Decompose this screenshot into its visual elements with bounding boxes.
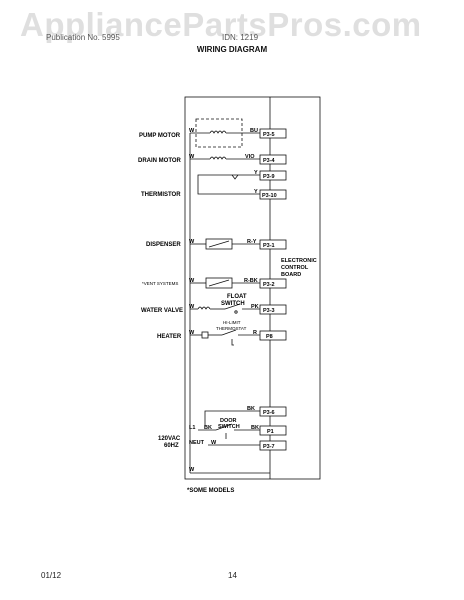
water-valve-circuit [190, 303, 260, 314]
label-vent-systems: *VENT SYSTEMS [142, 281, 178, 286]
label-water-valve: WATER VALVE [141, 308, 183, 314]
wire-bk-top: BK [247, 406, 255, 412]
publication-number: Publication No. 5995 [46, 33, 120, 42]
pin-p3-3: P3-3 [263, 308, 275, 314]
pin-p3-5: P3-5 [263, 132, 275, 138]
pin-p3-1: P3-1 [263, 243, 275, 249]
dispenser-circuit [190, 238, 260, 250]
wire-w-valve: W [189, 304, 195, 310]
pin-p3-4: P3-4 [263, 158, 276, 164]
wire-w-dispenser: W [189, 239, 195, 245]
footer-date: 01/12 [41, 571, 62, 580]
door-switch-circuit [190, 410, 270, 474]
wire-l1: L1 [189, 425, 195, 431]
label-door-switch-1: DOOR [220, 418, 237, 424]
pin-p3-7: P3-7 [263, 444, 275, 450]
pump-motor-circuit [189, 118, 260, 473]
heater-circuit [190, 329, 260, 346]
label-hilimit-2: THERMOSTAT [216, 326, 247, 331]
wire-bk-door: BK [251, 425, 259, 431]
label-hilimit-1: HI-LIMIT [223, 320, 241, 325]
label-dispenser: DISPENSER [146, 242, 181, 248]
wire-w-drain: W [189, 154, 195, 160]
wire-bu: BU [250, 128, 258, 134]
drain-motor-circuit [190, 156, 260, 160]
thermistor-circuit [197, 174, 260, 195]
wire-w-bottom: W [189, 467, 195, 473]
pin-p3-2: P3-2 [263, 282, 275, 288]
wire-rbk: R-BK [244, 278, 258, 284]
wire-y-2: Y [254, 189, 258, 195]
wire-bk-l1: BK [204, 425, 212, 431]
pin-p3-10: P3-10 [262, 193, 277, 199]
label-pump-motor: PUMP MOTOR [139, 133, 181, 139]
note-some-models: *SOME MODELS [187, 488, 234, 494]
pin-p1: P1 [267, 429, 274, 435]
watermark: AppliancePartsPros.com [20, 6, 422, 43]
wire-w-heater: W [189, 330, 195, 336]
label-heater: HEATER [157, 334, 182, 340]
wire-pk: PK [251, 304, 259, 310]
wire-y-1: Y [254, 170, 258, 176]
board-label-1: ELECTRONIC [281, 258, 317, 264]
pin-p3-6: P3-6 [263, 410, 275, 416]
wire-w-neut: W [211, 440, 217, 446]
pin-p3-9: P3-9 [263, 174, 275, 180]
wire-r: R [253, 330, 257, 336]
vent-systems-circuit [190, 277, 260, 289]
label-float-switch-2: SWITCH [221, 301, 245, 307]
label-float-switch-1: FLOAT [227, 294, 247, 300]
wire-vio: VIO [245, 154, 255, 160]
footer-page-number: 14 [228, 571, 237, 580]
wire-w-vent: W [189, 278, 195, 284]
label-door-switch-2: SWITCH [218, 424, 240, 430]
pin-p8: P8 [266, 334, 273, 340]
label-thermistor: THERMISTOR [141, 192, 181, 198]
page-title: WIRING DIAGRAM [196, 45, 268, 54]
wire-w-pump: W [189, 128, 195, 134]
idn-number: IDN: 1219 [222, 33, 259, 42]
diagram-border [184, 96, 321, 480]
label-supply-voltage: 120VAC [158, 436, 181, 442]
label-supply-frequency: 60HZ [164, 443, 179, 449]
board-label-3: BOARD [281, 272, 301, 278]
wire-ry: R-Y [247, 239, 257, 245]
label-drain-motor: DRAIN MOTOR [138, 158, 182, 164]
board-label-2: CONTROL [281, 265, 309, 271]
wire-neut: NEUT [189, 440, 205, 446]
pin-connectors [259, 128, 287, 451]
